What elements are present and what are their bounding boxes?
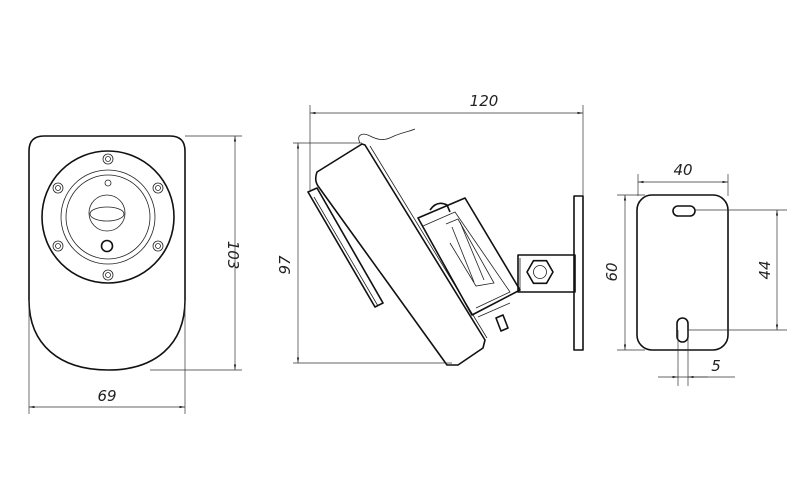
dim-hole-spacing: 44: [756, 260, 774, 279]
dim-plate-height: 60: [603, 262, 621, 281]
front-view: 103 69: [28, 135, 242, 414]
side-view: 120 97: [276, 92, 584, 366]
dim-plate-width: 40: [673, 161, 692, 179]
arm: [517, 254, 576, 293]
top-bolt: [429, 202, 451, 213]
dim-side-length: 120: [470, 92, 499, 110]
knob-slot: [89, 206, 125, 222]
dim-front-width: 69: [97, 387, 116, 405]
top-slot: [672, 205, 696, 217]
mounting-plate: [636, 194, 729, 351]
wall-plate: [573, 195, 584, 351]
cable: [358, 128, 416, 144]
inner-ring: [60, 169, 156, 265]
lens-plate: [307, 187, 384, 308]
housing-body: [314, 143, 486, 366]
bolt-holes: [52, 153, 164, 281]
lens-hole: [100, 239, 114, 253]
flange-ring: [41, 150, 175, 284]
plate-view: 40 60 44 5: [603, 161, 787, 386]
adjust-knob: [88, 194, 126, 232]
bottom-bolt: [495, 314, 509, 332]
dim-front-height: 103: [224, 241, 242, 270]
dim-slot-width: 5: [711, 357, 721, 375]
inner-ring-2: [65, 174, 151, 260]
hex-nut: [526, 259, 554, 285]
housing-outline: [28, 135, 186, 371]
small-hole: [104, 179, 112, 187]
bottom-slot: [676, 317, 689, 343]
dim-side-height: 97: [276, 255, 294, 275]
